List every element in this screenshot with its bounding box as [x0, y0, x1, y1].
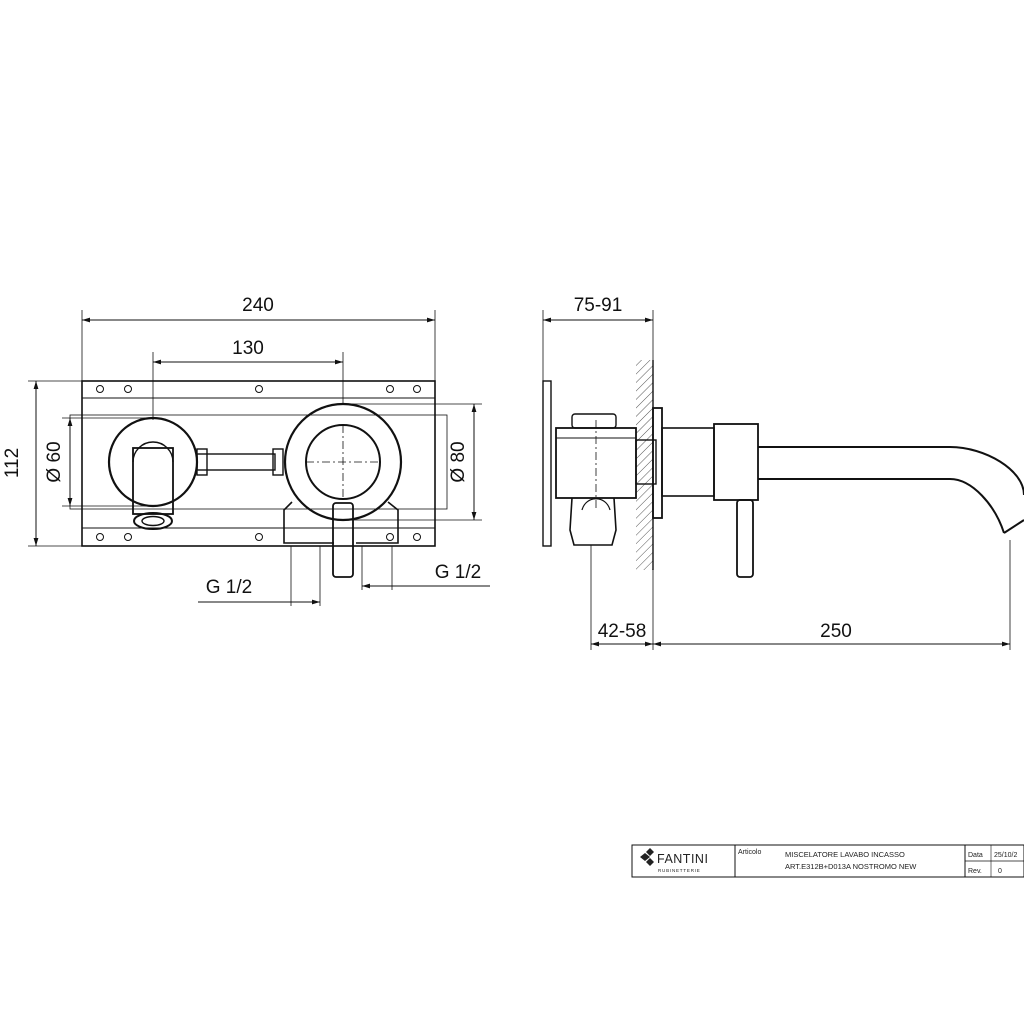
dim-240: 240 — [242, 295, 274, 316]
rev-label: Rev. — [968, 868, 982, 875]
side-lever-icon — [736, 499, 754, 578]
valve-body — [555, 413, 657, 546]
title-block: FANTINI RUBINETTERIE Articolo MISCELATOR… — [631, 844, 1024, 878]
connecting-pipe — [196, 448, 284, 476]
description-line2: ART.E312B+D013A NOSTROMO NEW — [785, 862, 917, 871]
wall-section — [636, 360, 653, 570]
mounting-plate — [81, 380, 436, 547]
brand-name: FANTINI — [657, 852, 708, 866]
mounting-holes — [96, 385, 421, 541]
dim-250: 250 — [820, 621, 852, 642]
brand-subtitle: RUBINETTERIE — [658, 868, 701, 873]
description-line1: MISCELATORE LAVABO INCASSO — [785, 850, 905, 859]
fantini-logo-icon — [640, 848, 654, 866]
side-view: 75-91 42-58 250 — [542, 295, 1024, 650]
dim-75-91: 75-91 — [574, 295, 623, 316]
rev-value: 0 — [998, 868, 1002, 875]
article-label: Articolo — [738, 849, 761, 856]
spout-rosette — [107, 416, 199, 530]
dim-dia-60: Ø 60 — [44, 441, 65, 482]
date-value: 25/10/2 — [994, 852, 1017, 859]
dim-112: 112 — [2, 448, 23, 478]
dim-130: 130 — [232, 338, 264, 359]
mixer-lever-icon — [332, 502, 354, 578]
date-label: Data — [968, 852, 983, 859]
dim-thread-left: G 1/2 — [206, 577, 252, 598]
dim-42-58: 42-58 — [598, 621, 647, 642]
dim-dia-80: Ø 80 — [448, 441, 469, 482]
spout — [661, 423, 1024, 578]
dim-thread-right: G 1/2 — [435, 562, 481, 583]
front-view: 240 130 112 Ø 60 Ø 80 G 1/2 G 1/2 — [2, 295, 490, 606]
mixer-body — [283, 402, 403, 578]
rosette-plate — [652, 407, 663, 519]
